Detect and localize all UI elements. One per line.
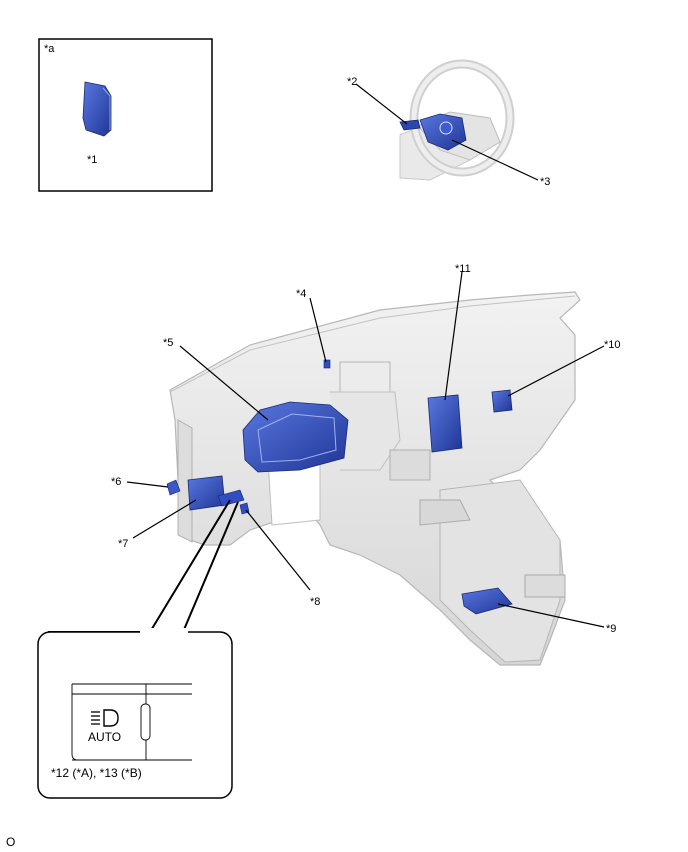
callout-5: *5 <box>163 337 173 349</box>
dashboard-illustration <box>166 291 581 666</box>
part-12-13-switch <box>217 489 245 507</box>
leader-6 <box>126 481 169 488</box>
callout-3: *3 <box>540 176 550 188</box>
part-9 <box>461 587 513 615</box>
leader-3 <box>451 139 539 181</box>
inset-label: *a <box>44 43 55 55</box>
callout-1: *1 <box>87 154 97 166</box>
callout-6: *6 <box>111 476 121 488</box>
part-4 <box>323 359 331 369</box>
leader-10 <box>507 345 605 397</box>
callout-4: *4 <box>296 288 306 300</box>
part-11 <box>427 394 463 453</box>
part-10 <box>491 389 513 413</box>
callout-9: *9 <box>606 623 616 635</box>
switch-auto-label: AUTO <box>88 730 121 744</box>
part-7 <box>187 475 226 511</box>
callout-7: *7 <box>118 538 128 550</box>
part-6 <box>166 479 181 496</box>
inset-box-a: *a *1 <box>38 38 213 192</box>
part-1-ecu <box>82 81 112 137</box>
headlight-auto-icon <box>91 709 119 727</box>
callout-2: *2 <box>347 76 357 88</box>
callout-11: *11 <box>455 263 471 275</box>
leader-11 <box>444 271 463 401</box>
leader-4 <box>309 297 327 363</box>
part-5-meter <box>242 401 349 473</box>
leader-5 <box>179 345 269 421</box>
steering-wheel-illustration <box>399 59 515 181</box>
footer-code: O <box>6 835 15 849</box>
switch-zoom-callout: AUTO *12 (*A), *13 (*B) <box>37 499 239 799</box>
leader-8 <box>245 509 311 591</box>
leader-2 <box>355 83 408 125</box>
callout-10: *10 <box>604 339 621 351</box>
switch-caption: *12 (*A), *13 (*B) <box>51 766 142 780</box>
callout-8: *8 <box>310 596 320 608</box>
leader-7 <box>132 499 197 539</box>
leader-9 <box>497 603 605 628</box>
